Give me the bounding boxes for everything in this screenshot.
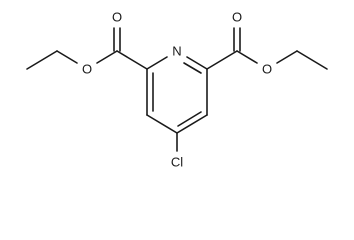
atom-o-left-ether: O — [82, 62, 92, 77]
bond-ether-o-ch2 — [276, 50, 298, 64]
bond-carbonyl-c-ether-o — [96, 50, 118, 64]
bond-ch2-ch3 — [296, 50, 328, 70]
bond-carbonyl-c-ether-o — [236, 50, 258, 64]
bond-c6-carbonyl-c — [206, 50, 238, 70]
atom-n: N — [172, 44, 181, 59]
left-ester-group — [26, 27, 148, 70]
atom-o-right-carbonyl: O — [232, 10, 242, 25]
pyridine-ring — [146, 56, 208, 134]
bond-ether-o-ch2 — [56, 50, 78, 64]
bond-c4-c5-inner — [177, 111, 202, 127]
bond-c4-c5 — [176, 114, 208, 134]
right-ester-group — [206, 27, 328, 70]
chemical-structure: N O O O O Cl — [26, 10, 328, 170]
bond-n-c2 — [146, 56, 168, 70]
atom-o-right-ether: O — [262, 62, 272, 77]
bond-c2-carbonyl-c — [116, 50, 148, 70]
bond-c6-n-inner — [183, 62, 202, 74]
bond-ch2-ch3 — [26, 50, 58, 70]
atom-cl: Cl — [171, 155, 183, 170]
bond-c6-n — [186, 56, 208, 70]
bond-c3-c4 — [146, 114, 178, 134]
atom-o-left-carbonyl: O — [112, 10, 122, 25]
